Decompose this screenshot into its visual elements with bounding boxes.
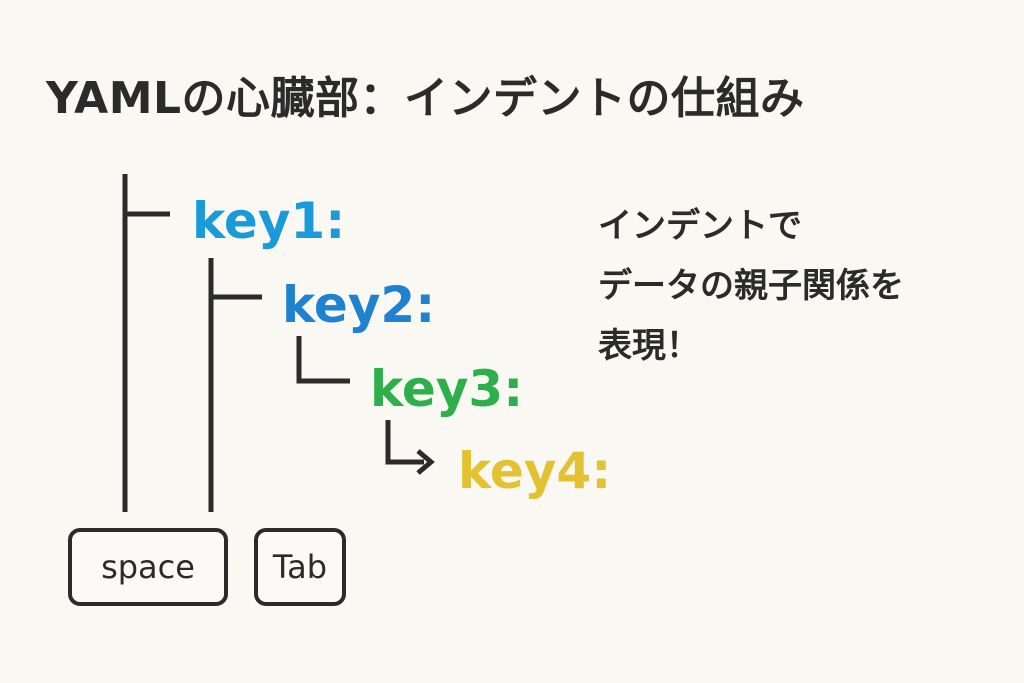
yaml-key-3: key3: <box>370 360 524 418</box>
diagram-title: YAMLの心臓部：インデントの仕組み <box>46 73 805 124</box>
note-line-2: データの親子関係を <box>598 266 904 306</box>
yaml-key-2: key2: <box>282 276 436 334</box>
branch-key4 <box>385 420 424 465</box>
tab-key-label: Tab <box>272 548 328 586</box>
explanation-note: インデントで データの親子関係を 表現！ <box>598 196 998 376</box>
note-line-3: 表現！ <box>598 326 700 366</box>
arrowhead-icon <box>416 449 435 475</box>
yaml-key-1: key1: <box>192 192 346 250</box>
space-key-label: space <box>101 548 195 586</box>
tab-key-icon: Tab <box>254 528 346 606</box>
branch-key3 <box>296 336 350 384</box>
note-line-1: インデントで <box>598 206 802 246</box>
yaml-key-4: key4: <box>458 442 612 500</box>
space-key-icon: space <box>68 528 228 606</box>
